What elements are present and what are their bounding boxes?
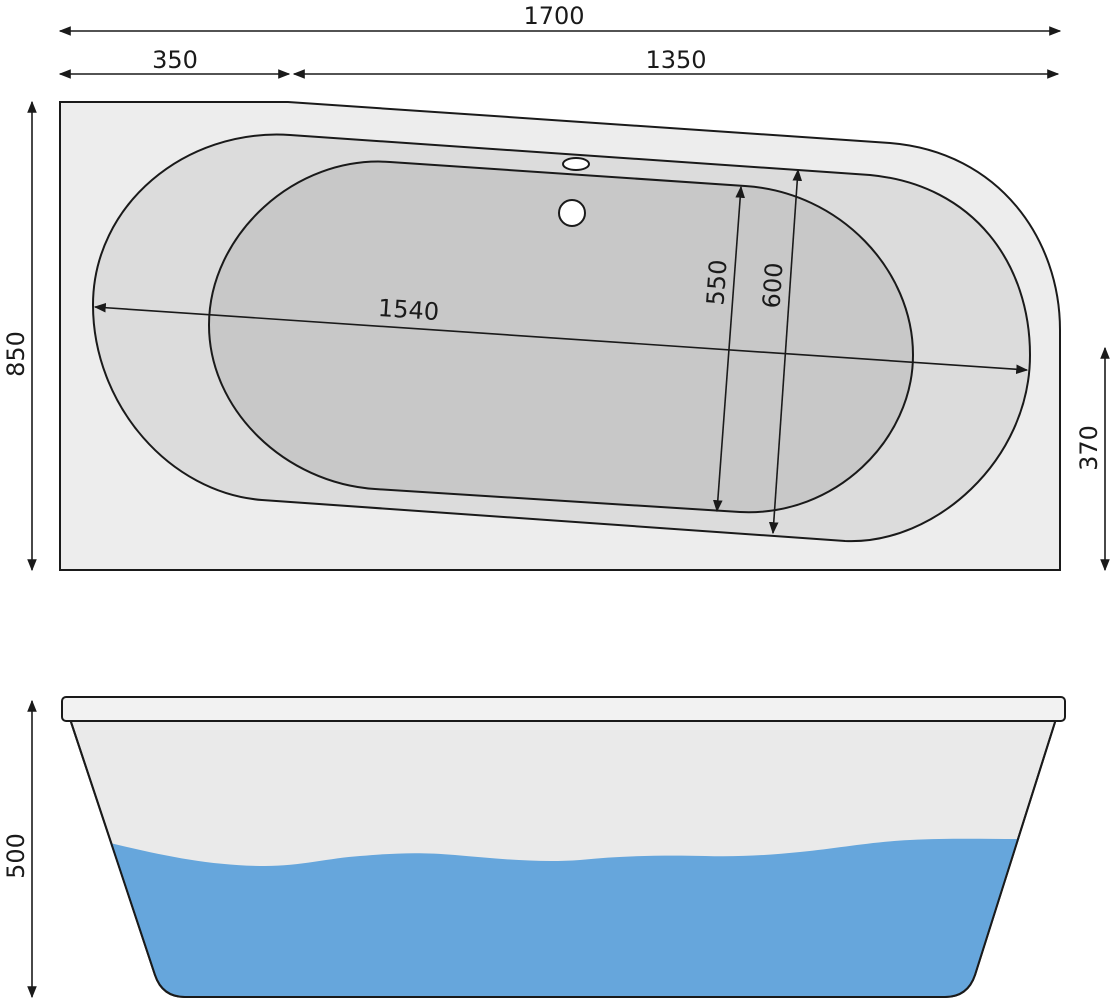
dim-370-label: 370 [1075, 425, 1103, 471]
dim-850-label: 850 [2, 331, 30, 377]
tub-rim [61, 696, 1066, 722]
dim-1540-label: 1540 [377, 294, 440, 326]
dim-600-label: 600 [757, 262, 788, 310]
side-view: 500 [2, 696, 1066, 999]
dim-550-label: 550 [701, 259, 732, 307]
dim-350-label: 350 [152, 46, 198, 74]
dim-600-line [768, 168, 803, 535]
top-view: 1700 350 1350 850 370 1540 550 600 [2, 2, 1110, 572]
dim-1350-label: 1350 [645, 46, 706, 74]
water-fill [110, 838, 1018, 997]
dim-1540-line [93, 302, 1029, 375]
drain-icon [558, 199, 586, 227]
overflow-icon [562, 157, 590, 171]
tub-side-walls [69, 718, 1057, 998]
dim-1700-label: 1700 [523, 2, 584, 30]
dim-500-label: 500 [2, 833, 30, 879]
dim-550-line [713, 185, 745, 513]
